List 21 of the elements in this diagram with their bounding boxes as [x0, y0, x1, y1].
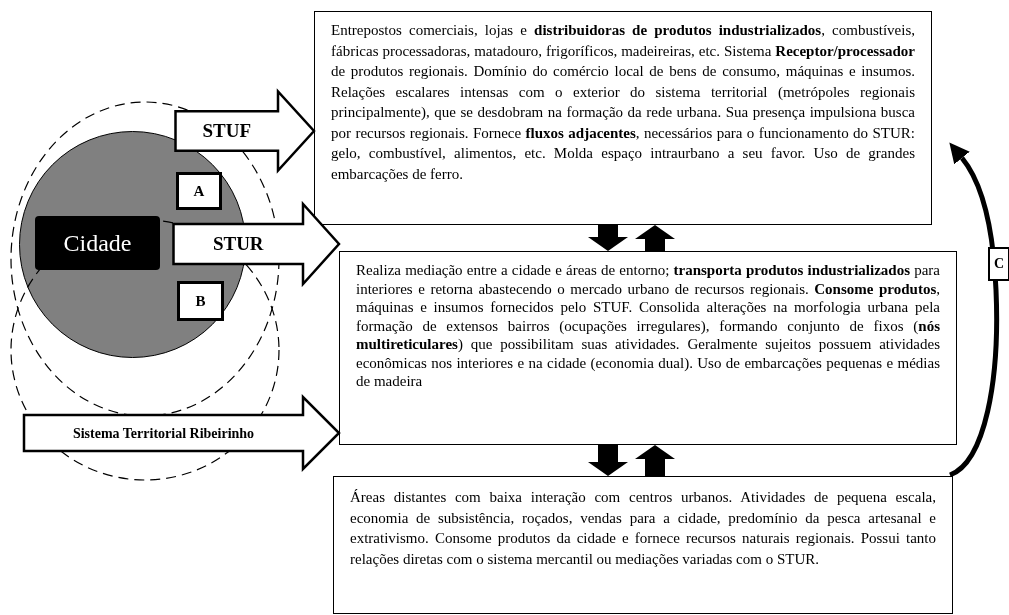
block-arrow [635, 225, 675, 251]
label-box: B [177, 281, 224, 321]
curved-arrow [948, 142, 1000, 478]
block-arrow [22, 394, 341, 472]
text-box [333, 476, 953, 614]
block-arrow [588, 445, 628, 476]
edge-label: STUF [202, 118, 252, 143]
edge-label: STUR [212, 231, 264, 256]
text-box [339, 251, 957, 445]
description-text: Entrepostos comerciais, lojas e distribuidoras de produtos industrializados, combustíveis, fábricas processadoras, matadouro, frigoríficos, madeireiras, etc. Sistema Receptor/processador de produtos regionais. Domínio do comércio local de bens de consumo, máquinas e insumos. Relações escalares intensas com o exterior do sistema territorial (metrópoles regionais principalmente), que se desdobram na formação da rede urbana. Sua presença impulsiona busca por recursos regionais. Fornece fluxos adjacentes, necessários para o funcionamento do STUR: gelo, combustível, alimentos, etc. Molda espaço intraurbano a seu favor. Uso de grandes embarcações de ferro. [331, 21, 915, 184]
description-text: Áreas distantes com baixa interação com centros urbanos. Atividades de pequena escala, economia de subsistência, roçados, vendas para a cidade, predomínio da pesca artesanal e extrativismo. Consome produtos da cidade e fornece recursos naturais regionais. Possui tanto relações diretas com o sistema mercantil ou mediações variadas com o STUR. [350, 488, 936, 569]
label-box: A [176, 172, 222, 210]
label-box: Cidade [35, 216, 160, 270]
text-box [314, 11, 932, 225]
block-arrow [172, 200, 341, 288]
block-arrow [174, 88, 316, 174]
description-text: Realiza mediação entre a cidade e áreas de entorno; transporta produtos industrializados para interiores e retorna abastecendo o mercado urbano de recursos regionais. Consome produtos, máquinas e insumos fornecidos pelo STUF. Consolida alterações na morfologia urbana pela formação de extensos bairros (ocupações irregulares), formando conjunto de fixos (nós multireticulares) que possibilitam suas atividades. Geralmente sujeitos possuem atividades econômicas nos interiores e na cidade (economia dual). Uso de embarcações pequenas e médias de madeira [356, 261, 940, 391]
edge-label: Sistema Territorial Ribeirinho [72, 424, 255, 443]
block-arrow [588, 225, 628, 251]
block-arrow [635, 445, 675, 476]
edge-label: C [988, 247, 1009, 281]
